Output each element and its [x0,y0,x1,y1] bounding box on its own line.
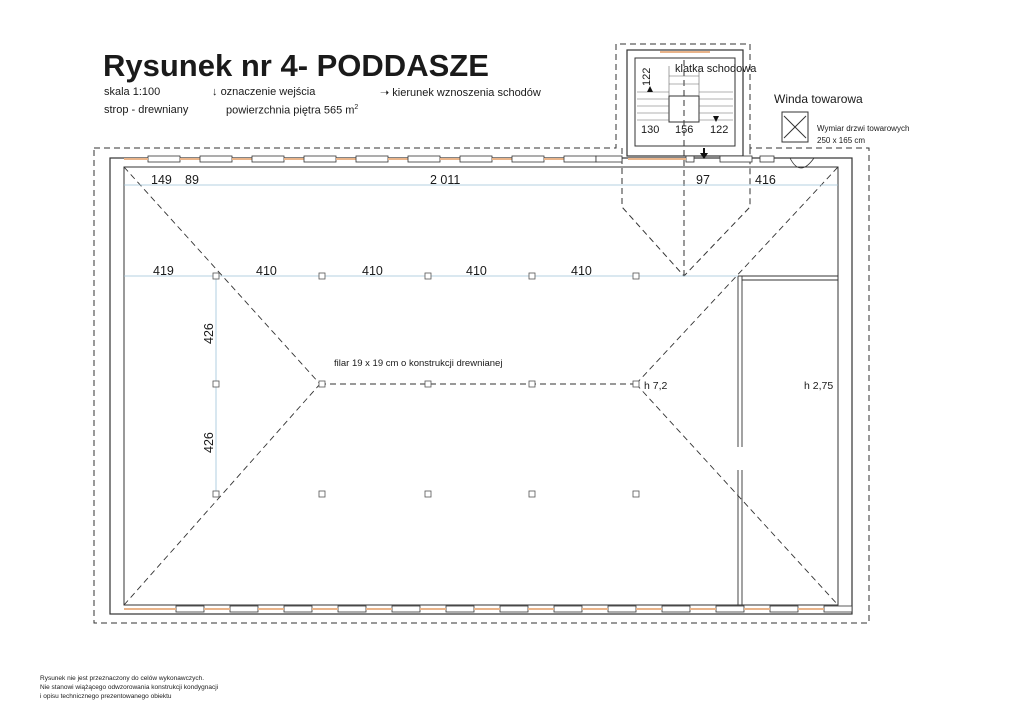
legend-ceiling: strop - drewniany [104,104,189,116]
window-bottom [607,605,637,613]
pillar [632,272,640,280]
dim-vertical-1: 426 [202,323,216,344]
legend-area-sup: 2 [354,104,359,111]
stairwell-wall-inner [634,57,736,147]
dim-grid-3: 410 [362,264,383,278]
dimension-lines [124,184,838,494]
stair-dim-vertical: 122 [641,67,653,86]
freight-elevator-shaft [781,111,809,143]
dim-vertical-2: 426 [202,432,216,453]
partition-wall [737,275,838,605]
stair-direction-arrow-icon [647,86,719,122]
window-bottom [445,605,475,613]
windows-group [124,51,853,613]
pillar [528,272,536,280]
stair-dim-bottom-3: 122 [710,124,729,136]
pillar [318,380,326,388]
roof-outline [93,43,870,624]
dim-grid-2: 410 [256,264,277,278]
freight-door-label: Wymiar drzwi towarowych [817,124,910,133]
window-bottom [661,605,691,613]
pillars-group [212,272,640,498]
window-top [303,155,337,163]
window-bottom [175,605,205,613]
pillar [318,272,326,280]
pillar [528,490,536,498]
window-top [251,155,285,163]
dim-top-4: 97 [696,173,710,187]
dim-top-2: 89 [185,173,199,187]
roof-hip-lines [123,166,839,606]
window-bottom [715,605,745,613]
stairwell-wall [626,49,744,157]
pillar [632,490,640,498]
window-top [595,155,623,163]
outer-wall [109,157,853,615]
pillar [212,380,220,388]
window-bottom [499,605,529,613]
window-top [511,155,545,163]
window-bottom [823,605,853,613]
window-top [407,155,441,163]
window-bottom [391,605,421,613]
pillar [212,272,220,280]
pillar [212,490,220,498]
disclaimer-line-1: Rysunek nie jest przeznaczony do celów w… [40,675,205,682]
window-top [199,155,233,163]
stair-steps [637,66,733,121]
window-top [719,155,753,163]
stairwell-label: klatka schodowa [675,63,757,75]
pillar [424,380,432,388]
window-top [355,155,389,163]
window-top [685,155,695,163]
window-top [563,155,597,163]
dim-grid-4: 410 [466,264,487,278]
legend-entry: ↓ oznaczenie wejścia [212,86,315,98]
freight-door-swing [789,157,815,169]
legend-entry-label: oznaczenie wejścia [220,86,316,98]
freight-elevator-label: Winda towarowa [774,92,863,106]
disclaimer-line-3: i opisu technicznego prezentowanego obie… [40,693,172,700]
window-bottom [769,605,799,613]
window-top [459,155,493,163]
pillar [424,490,432,498]
entry-arrow-icon: ↓ [212,86,218,98]
outer-wall-inner [123,166,839,606]
entry-arrow-icon [700,148,708,159]
window-bottom [229,605,259,613]
dim-grid-1: 419 [153,264,174,278]
freight-elevator-cross2 [783,115,807,139]
pillar-label: filar 19 x 19 cm o konstrukcji drewniane… [334,358,503,369]
disclaimer: Rysunek nie jest przeznaczony do celów w… [40,674,218,701]
window-bottom [283,605,313,613]
pillar [528,380,536,388]
legend-stairs-label: kierunek wznoszenia schodów [392,87,541,99]
pillar [424,272,432,280]
window-bottom [337,605,367,613]
dim-top-1: 149 [151,173,172,187]
stair-dim-bottom-1: 130 [641,124,660,136]
height-right-label: h 2,75 [804,380,834,392]
window-top [147,155,181,163]
legend-area-label: powierzchnia piętra 565 m [226,104,355,117]
arrow-right-icon: ➝ [380,87,390,99]
window-bottom [553,605,583,613]
stair-landing [668,95,700,123]
dim-top-3: 2 011 [430,173,461,187]
legend-area: powierzchnia piętra 565 m2 [226,104,358,117]
pillar [318,490,326,498]
height-left-label: h 7,2 [644,380,668,392]
stair-dim-bottom-2: 156 [675,124,694,136]
freight-door-size: 250 x 165 cm [817,136,866,145]
page-title: Rysunek nr 4- PODDASZE [103,48,489,83]
window-top [759,155,775,163]
legend-stairs: ➝ kierunek wznoszenia schodów [380,86,541,99]
legend-scale: skala 1:100 [104,86,161,98]
dim-grid-5: 410 [571,264,592,278]
disclaimer-line-2: Nie stanowi wiążącego odwzorowania konst… [40,684,219,691]
pillar [632,380,640,388]
dim-top-5: 416 [755,173,776,187]
